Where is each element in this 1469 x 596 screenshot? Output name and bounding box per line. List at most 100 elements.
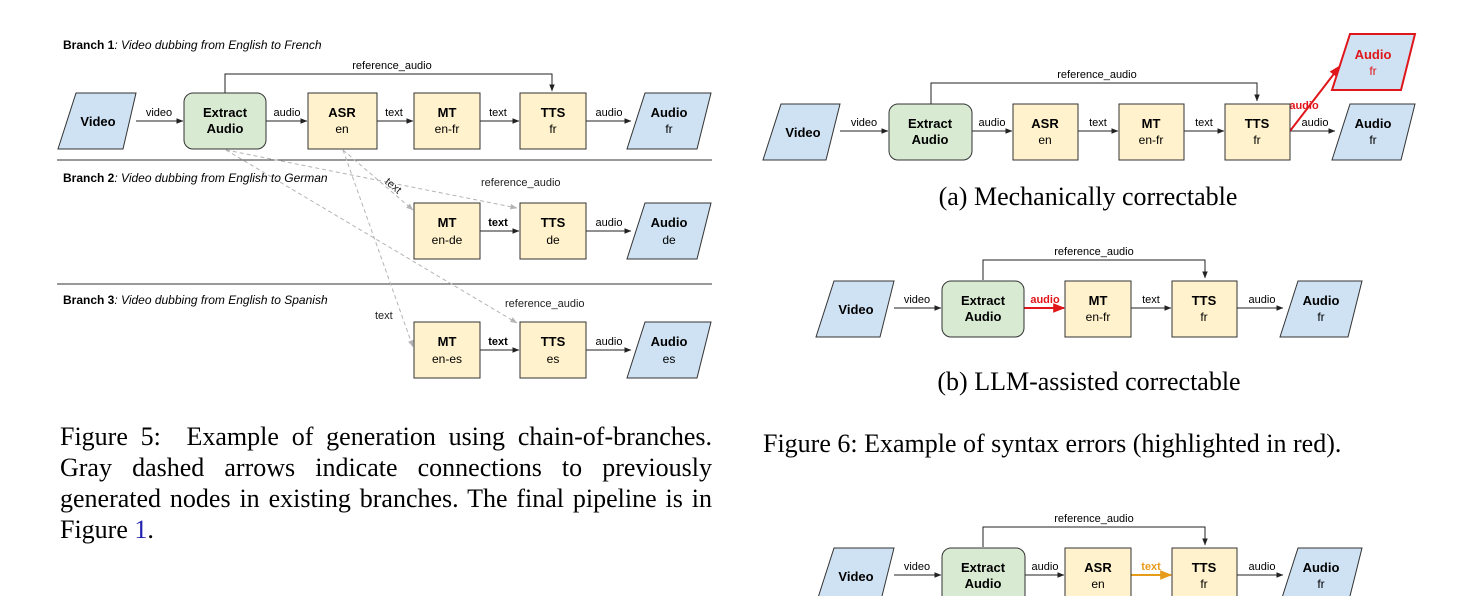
- node-audio-fr: Audio fr: [1282, 547, 1363, 596]
- arrow-reference-audio: [224, 73, 555, 93]
- branch-2-header: Branch 2: Video dubbing from English to …: [63, 171, 328, 185]
- warning-edge-label: text: [1141, 561, 1161, 573]
- svg-text:fr: fr: [1369, 133, 1376, 147]
- subcaption-a: (a) Mechanically correctable: [939, 182, 1238, 211]
- edge-label-audio: audio: [1249, 561, 1276, 573]
- svg-text:Video: Video: [80, 114, 115, 129]
- node-video: Video: [762, 103, 841, 161]
- svg-text:TTS: TTS: [541, 334, 566, 349]
- svg-text:es: es: [547, 352, 560, 366]
- edge-label-video: video: [904, 294, 930, 306]
- node-asr-en: ASR en: [1064, 547, 1132, 596]
- dashed-arrow-extract-to-tts-es: [225, 149, 518, 324]
- svg-text:en-de: en-de: [432, 233, 463, 247]
- svg-text:Video: Video: [785, 125, 820, 140]
- svg-text:Audio: Audio: [1303, 293, 1340, 308]
- node-asr-en: ASR en: [1012, 103, 1079, 161]
- svg-text:Audio: Audio: [1355, 47, 1392, 62]
- edge-label-reference-audio: reference_audio: [352, 60, 432, 72]
- figure-5: Branch 1: Video dubbing from English to …: [57, 38, 712, 379]
- svg-text:fr: fr: [1317, 577, 1324, 591]
- edge-label-text-de: text: [382, 176, 403, 197]
- svg-text:de: de: [546, 233, 560, 247]
- svg-text:fr: fr: [1200, 577, 1207, 591]
- svg-text:Extract: Extract: [961, 560, 1006, 575]
- svg-text:TTS: TTS: [1192, 293, 1217, 308]
- edge-label-text: text: [385, 107, 403, 119]
- node-extract-audio: Extract Audio: [183, 92, 267, 150]
- node-audio-fr: Audio fr: [1279, 280, 1363, 338]
- svg-text:Video: Video: [838, 302, 873, 317]
- svg-text:MT: MT: [438, 334, 457, 349]
- node-asr-en: ASR en: [307, 92, 378, 150]
- svg-text:ASR: ASR: [1031, 116, 1059, 131]
- edge-label-audio: audio: [979, 117, 1006, 129]
- edge-label-reference-audio: reference_audio: [1057, 69, 1137, 81]
- error-edge-label: audio: [1030, 294, 1060, 306]
- svg-text:Audio: Audio: [912, 132, 949, 147]
- node-audio-de: Audio de: [626, 202, 712, 260]
- svg-text:fr: fr: [1200, 310, 1207, 324]
- node-tts-fr: TTS fr: [1171, 547, 1238, 596]
- node-tts-fr: TTS fr: [1224, 103, 1291, 161]
- node-mt-en-fr: MT en-fr: [413, 92, 481, 150]
- svg-text:en: en: [335, 122, 348, 136]
- edge-label-text: text: [488, 217, 508, 229]
- edge-label-text: text: [489, 107, 507, 119]
- svg-text:MT: MT: [1089, 293, 1108, 308]
- figure-6-caption: Figure 6: Example of syntax errors (high…: [763, 429, 1342, 458]
- svg-text:es: es: [663, 352, 676, 366]
- edge-label-video: video: [851, 117, 877, 129]
- arrow-reference-audio: [930, 82, 1260, 104]
- svg-text:en-fr: en-fr: [1139, 133, 1164, 147]
- svg-text:TTS: TTS: [1245, 116, 1270, 131]
- node-audio-fr: Audio fr: [1331, 103, 1416, 161]
- dashed-arrow-asr-to-mt-de: [342, 149, 414, 211]
- arrow-reference-audio: [982, 526, 1208, 547]
- edge-label-audio: audio: [596, 107, 623, 119]
- svg-text:MT: MT: [438, 105, 457, 120]
- node-extract-audio: Extract Audio: [888, 103, 973, 161]
- node-tts-fr: TTS fr: [519, 92, 587, 150]
- svg-text:Video: Video: [838, 569, 873, 584]
- edge-label-video: video: [904, 561, 930, 573]
- node-video: Video: [57, 92, 137, 150]
- svg-text:Audio: Audio: [651, 105, 688, 120]
- svg-text:en: en: [1038, 133, 1051, 147]
- edge-label-text: text: [1089, 117, 1107, 129]
- node-extract-audio: Extract Audio: [941, 547, 1026, 596]
- svg-text:TTS: TTS: [541, 215, 566, 230]
- dashed-arrow-extract-to-tts-de: [225, 149, 518, 210]
- edge-label-reference-audio: reference_audio: [1054, 246, 1134, 258]
- error-arrow: [1289, 65, 1341, 132]
- svg-text:fr: fr: [549, 122, 556, 136]
- arrow-reference-audio: [982, 259, 1208, 280]
- svg-text:TTS: TTS: [1192, 560, 1217, 575]
- figure-reference-link[interactable]: 1: [134, 515, 148, 544]
- edge-label-text-es: text: [375, 310, 393, 322]
- svg-text:Audio: Audio: [651, 215, 688, 230]
- edge-label-video: video: [146, 107, 172, 119]
- svg-text:Audio: Audio: [1303, 560, 1340, 575]
- svg-text:en: en: [1091, 577, 1104, 591]
- svg-text:MT: MT: [1142, 116, 1161, 131]
- node-tts-de: TTS de: [519, 202, 587, 260]
- svg-text:Extract: Extract: [961, 293, 1006, 308]
- svg-text:en-fr: en-fr: [1086, 310, 1111, 324]
- node-mt-en-es: MT en-es: [413, 321, 481, 379]
- edge-label-audio: audio: [1032, 561, 1059, 573]
- node-mt-en-de: MT en-de: [413, 202, 481, 260]
- edge-label-audio: audio: [1249, 294, 1276, 306]
- node-tts-es: TTS es: [519, 321, 587, 379]
- svg-text:ASR: ASR: [328, 105, 356, 120]
- branch-1-header: Branch 1: Video dubbing from English to …: [63, 38, 322, 52]
- node-tts-fr: TTS fr: [1171, 280, 1238, 338]
- figure-5-caption-label: Figure 5:: [60, 422, 161, 451]
- node-audio-fr: Audio fr: [626, 92, 712, 150]
- edge-label-audio: audio: [274, 107, 301, 119]
- svg-text:TTS: TTS: [541, 105, 566, 120]
- edge-label-reference-audio-de: reference_audio: [481, 177, 561, 189]
- figure-5-caption-text: Example of generation using chain-of-bra…: [60, 422, 712, 544]
- figure-5-caption-end: .: [147, 515, 154, 544]
